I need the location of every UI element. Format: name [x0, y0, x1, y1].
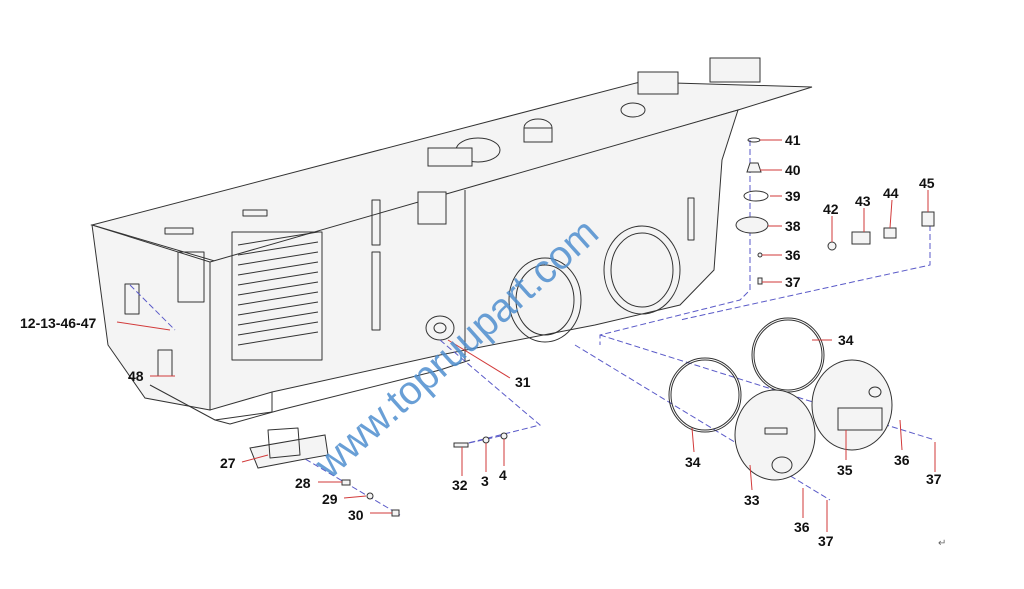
part-43 — [851, 231, 871, 245]
louver-grid — [231, 231, 323, 361]
gasket-34-lower — [668, 357, 742, 433]
cover-33 — [734, 389, 816, 481]
cover-35 — [811, 359, 893, 451]
callout-37-bottom: 37 — [818, 533, 834, 549]
top-fittings — [124, 57, 761, 377]
callout-37-top: 37 — [785, 274, 801, 290]
callout-32: 32 — [452, 477, 468, 493]
callout-30: 30 — [348, 507, 364, 523]
gasket-34-upper — [751, 317, 825, 393]
callout-45: 45 — [919, 175, 935, 191]
callout-48: 48 — [128, 368, 144, 384]
callout-34-lower: 34 — [685, 454, 701, 470]
callout-28: 28 — [295, 475, 311, 491]
callout-35: 35 — [837, 462, 853, 478]
callout-41: 41 — [785, 132, 801, 148]
corner-mark: ↵ — [938, 538, 946, 549]
callout-44: 44 — [883, 185, 899, 201]
callout-4: 4 — [499, 467, 507, 483]
callout-31: 31 — [515, 374, 531, 390]
part-38 — [735, 216, 769, 234]
callout-29: 29 — [322, 491, 338, 507]
callout-34-upper: 34 — [838, 332, 854, 348]
part-42 — [827, 241, 837, 251]
part-39 — [743, 190, 769, 202]
callout-12-13-46-47: 12-13-46-47 — [20, 315, 96, 331]
callout-3: 3 — [481, 473, 489, 489]
porthole-right — [603, 225, 681, 315]
callout-labels: 41 40 39 38 36 37 42 43 44 45 12-13-46-4… — [20, 132, 942, 549]
callout-37-right: 37 — [926, 471, 942, 487]
slot-1 — [371, 199, 381, 246]
callout-43: 43 — [855, 193, 871, 209]
callout-38: 38 — [785, 218, 801, 234]
part-45 — [921, 211, 935, 227]
slot-2 — [371, 251, 381, 331]
callout-36-right: 36 — [894, 452, 910, 468]
cover-parts — [668, 317, 893, 481]
slot-3 — [687, 197, 695, 241]
tank-left-end — [91, 224, 211, 411]
bracket-27 — [249, 427, 400, 517]
callout-39: 39 — [785, 188, 801, 204]
part-44 — [883, 227, 897, 239]
callout-27: 27 — [220, 455, 236, 471]
porthole-left — [508, 257, 582, 343]
part-40 — [746, 162, 762, 173]
tank-front-face — [209, 109, 739, 411]
callout-36-top: 36 — [785, 247, 801, 263]
leader-lines — [116, 139, 936, 532]
callout-36-bottom: 36 — [794, 519, 810, 535]
tank-top-face — [90, 81, 813, 263]
callout-33: 33 — [744, 492, 760, 508]
callout-42: 42 — [823, 201, 839, 217]
tank-body — [90, 57, 813, 425]
filler-parts — [735, 137, 935, 285]
callout-40: 40 — [785, 162, 801, 178]
